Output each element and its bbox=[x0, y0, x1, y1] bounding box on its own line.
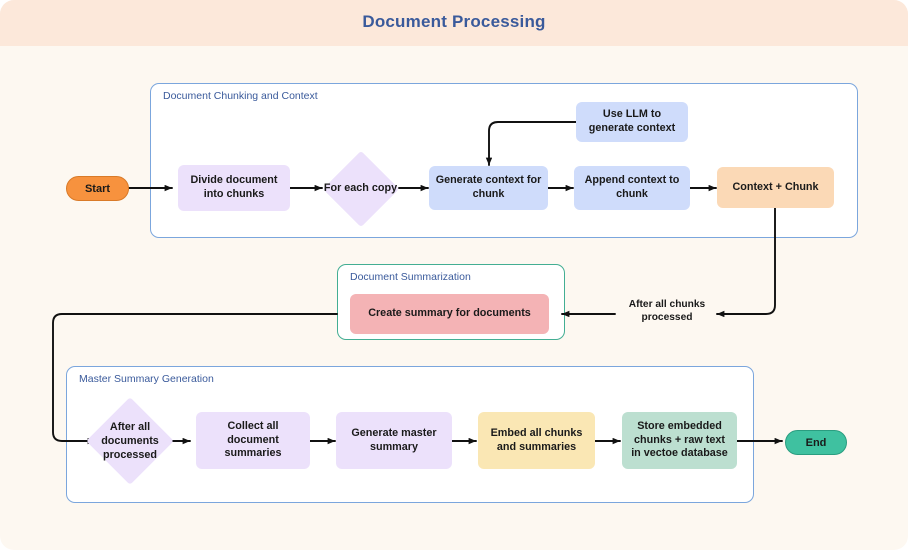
node-append-context-to-chunk[interactable]: Append context to chunk bbox=[574, 166, 690, 210]
node-store-embedded-chunks[interactable]: Store embedded chunks + raw text in vect… bbox=[622, 412, 737, 469]
node-after-all-documents-processed[interactable]: After all documents processed bbox=[86, 394, 174, 488]
node-generate-master-summary[interactable]: Generate master summary bbox=[336, 412, 452, 469]
node-start[interactable]: Start bbox=[66, 176, 129, 201]
subgraph-document-chunking-and-context: Document Chunking and Context bbox=[150, 83, 858, 238]
node-label-for-each-copy: For each copy bbox=[323, 182, 398, 195]
node-embed-all-chunks-and-summaries[interactable]: Embed all chunks and summaries bbox=[478, 412, 595, 469]
header-band bbox=[0, 0, 908, 46]
node-use-llm-to-generate-context[interactable]: Use LLM to generate context bbox=[576, 102, 688, 142]
subgraph-label-chunking: Document Chunking and Context bbox=[163, 90, 318, 102]
page-title: Document Processing bbox=[362, 12, 546, 31]
subgraph-label-master: Master Summary Generation bbox=[79, 373, 214, 385]
subgraph-label-summarization: Document Summarization bbox=[350, 271, 471, 283]
node-for-each-copy[interactable]: For each copy bbox=[322, 150, 399, 227]
node-label-after-all-documents: After all documents processed bbox=[101, 420, 159, 462]
edge-label-after-all-chunks-processed: After all chunks processed bbox=[628, 299, 706, 323]
node-divide-document-into-chunks[interactable]: Divide document into chunks bbox=[178, 165, 290, 211]
node-context-plus-chunk[interactable]: Context + Chunk bbox=[717, 167, 834, 208]
node-create-summary-for-documents[interactable]: Create summary for documents bbox=[350, 294, 549, 334]
node-generate-context-for-chunk[interactable]: Generate context for chunk bbox=[429, 166, 548, 210]
node-end[interactable]: End bbox=[785, 430, 847, 455]
node-collect-all-document-summaries[interactable]: Collect all document summaries bbox=[196, 412, 310, 469]
